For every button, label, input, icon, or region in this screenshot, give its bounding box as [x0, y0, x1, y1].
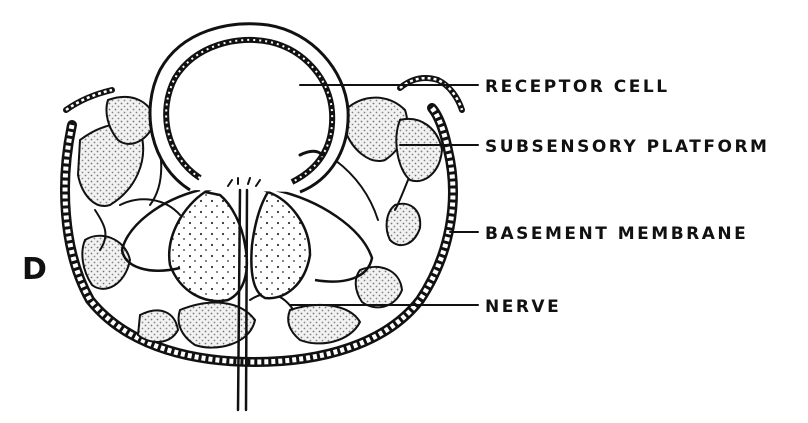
- label-subsensory-platform: SUBSENSORY PLATFORM: [485, 137, 769, 157]
- receptor-cell-shape: [150, 24, 348, 192]
- nerve-shape: [238, 190, 247, 410]
- label-receptor-cell: RECEPTOR CELL: [485, 77, 670, 97]
- panel-letter: D: [22, 252, 47, 287]
- label-basement-membrane: BASEMENT MEMBRANE: [485, 224, 748, 244]
- label-nerve: NERVE: [485, 297, 561, 317]
